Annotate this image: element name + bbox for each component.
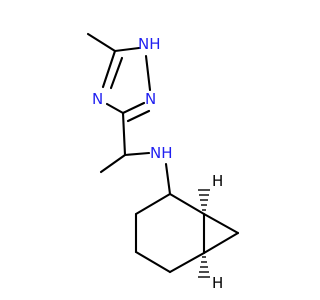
n-left-label: N <box>92 90 103 108</box>
bond-ring-3 <box>134 250 172 274</box>
hashed-bond-top <box>198 189 210 211</box>
molecule-structure: NH N N NH H H <box>86 32 240 292</box>
bond-ring-6 <box>168 192 206 216</box>
hashed-bond-bottom <box>198 256 210 278</box>
bond-c5-n1 <box>113 46 141 53</box>
bond-c3-ch <box>121 111 127 157</box>
bond-c5-n4 <box>101 49 117 89</box>
bond-c5-n4-double <box>109 56 124 90</box>
bond-ring-4 <box>168 251 206 274</box>
bond-n4-c3 <box>105 102 125 115</box>
bond-ch-nh <box>123 151 151 157</box>
nh-amine-label: NH <box>150 144 173 162</box>
bond-nh-ring <box>164 162 172 196</box>
bond-n2-c3 <box>121 101 146 115</box>
bond-methyl <box>86 32 117 53</box>
bond-n2-c3-double <box>126 109 151 123</box>
bond-ch-methyl <box>99 153 127 174</box>
h-bottom-stereo-label: H <box>212 274 223 292</box>
n-upper-right-label: N <box>145 90 156 108</box>
bond-n1-n2 <box>144 54 152 92</box>
bond-cp-1 <box>202 212 240 235</box>
bond-cp-2 <box>202 231 240 255</box>
h-top-stereo-label: H <box>212 172 223 190</box>
nh-triazole-label: NH <box>138 35 161 53</box>
bond-ring-1 <box>134 192 172 216</box>
